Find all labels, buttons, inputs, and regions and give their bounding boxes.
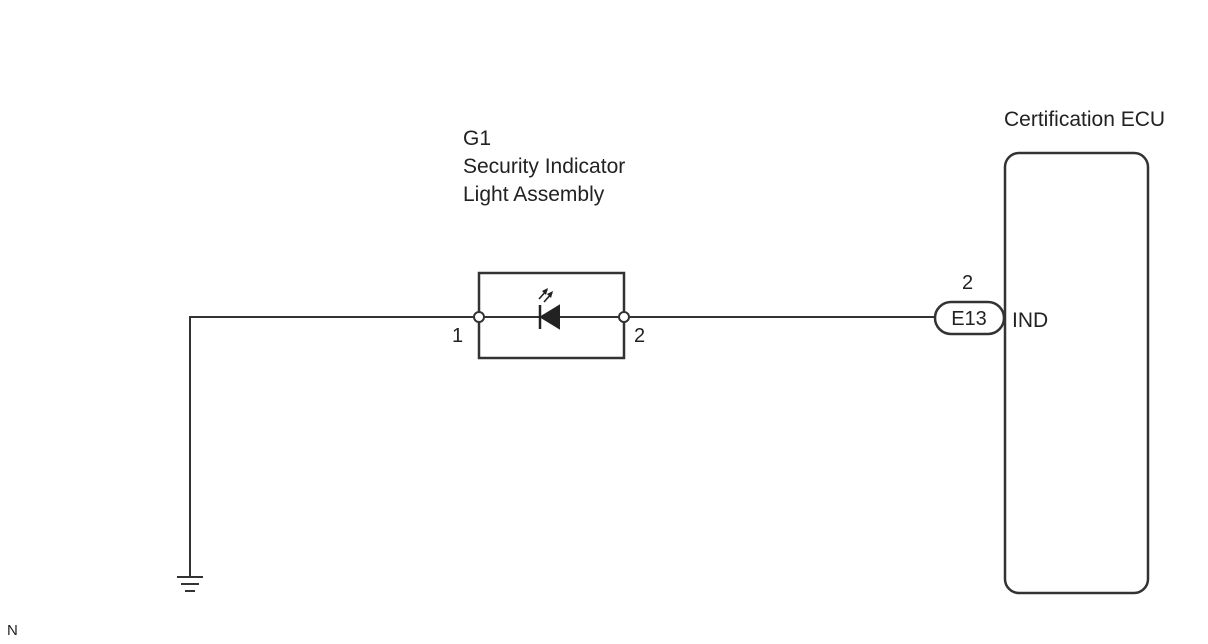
certification-ecu-box	[1003, 151, 1150, 595]
component-name-line2: Light Assembly	[463, 183, 605, 206]
component-name-line1: Security Indicator	[463, 155, 625, 178]
terminal-pin-2	[618, 311, 630, 323]
ecu-name: Certification ECU	[1004, 108, 1165, 131]
terminal-pin-1	[473, 311, 485, 323]
connector-label: E13	[951, 308, 987, 330]
component-code: G1	[463, 127, 491, 150]
ground-icon	[177, 576, 203, 592]
ecu-terminal-label: IND	[1012, 309, 1048, 332]
ecu-pin-label: 2	[962, 272, 973, 294]
pin-label-2: 2	[634, 325, 645, 347]
footer-mark: N	[7, 622, 18, 639]
ground-wire	[189, 316, 474, 576]
pin-label-1: 1	[452, 325, 463, 347]
led-diode-icon	[538, 288, 560, 330]
